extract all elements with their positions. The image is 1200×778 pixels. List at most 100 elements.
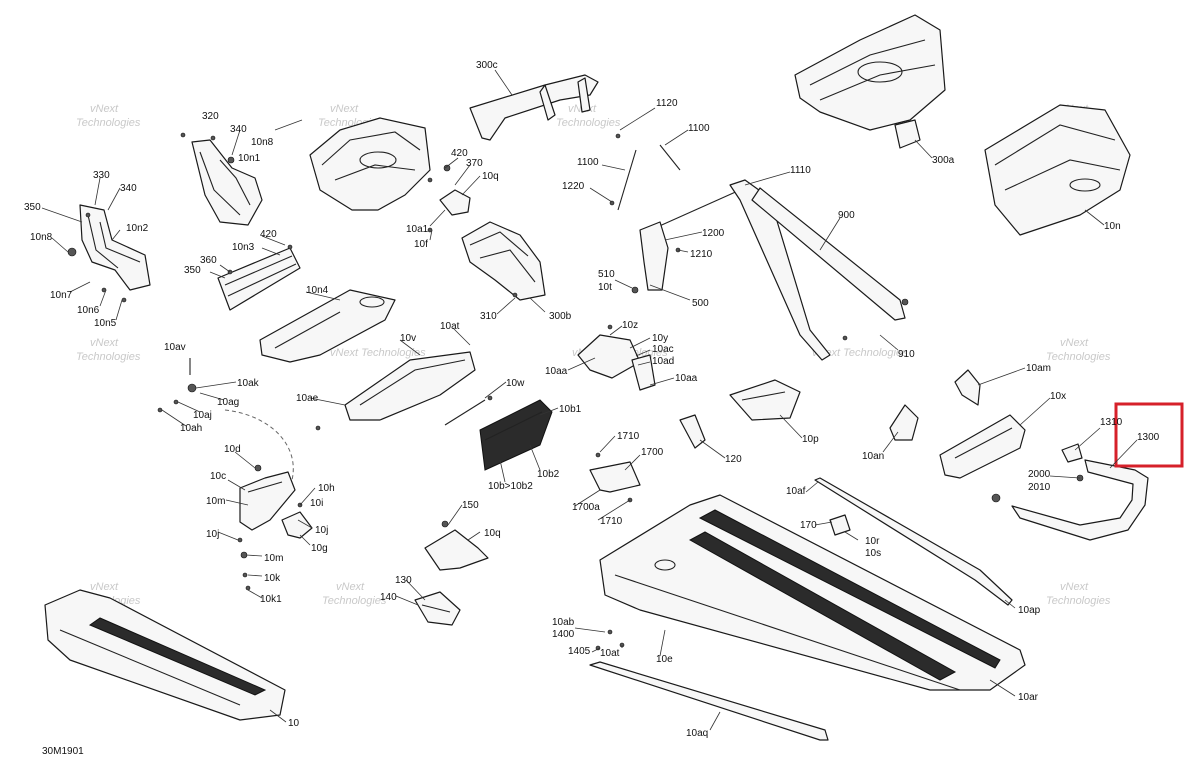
callout-10b-10b2: 10b>10b2	[488, 481, 533, 492]
callout-130: 130	[395, 575, 412, 586]
top-plate-10n3[interactable]	[217, 244, 301, 311]
callout-10e: 10e	[656, 654, 673, 665]
bracket-10c[interactable]	[239, 464, 296, 531]
callout-10z: 10z	[622, 320, 638, 331]
callout-10m: 10m	[206, 496, 225, 507]
fasteners-1400	[595, 629, 625, 651]
callout-300b: 300b	[549, 311, 572, 322]
bumper-1300[interactable]	[991, 459, 1149, 541]
watermark-text: vNext	[90, 337, 119, 349]
callout-10ad: 10ad	[652, 356, 674, 367]
callout-420: 420	[451, 148, 468, 159]
front-bracket-upper[interactable]	[180, 132, 263, 226]
callout-1120: 1120	[656, 98, 678, 109]
chassis-rear-10n[interactable]	[984, 104, 1131, 236]
bracket-10g[interactable]	[281, 502, 313, 539]
rail-10ap[interactable]	[814, 477, 1013, 606]
callout-1700: 1700	[641, 447, 664, 458]
bracket-10x[interactable]	[939, 414, 1026, 479]
callout-1210: 1210	[690, 249, 713, 260]
callout-1110: 1110	[790, 165, 811, 176]
callout-420: 420	[260, 229, 277, 240]
bracket-10q-lower[interactable]	[424, 520, 489, 571]
steering-support-300c[interactable]	[469, 74, 599, 141]
callout-10ah: 10ah	[180, 423, 202, 434]
callout-300c: 300c	[476, 60, 498, 71]
callout-310: 310	[480, 311, 497, 322]
callout-120: 120	[725, 454, 742, 465]
bracket-10am[interactable]	[954, 369, 981, 406]
bracket-120[interactable]	[679, 414, 706, 449]
callout-1100: 1100	[688, 123, 710, 134]
callout-10n8: 10n8	[251, 137, 274, 148]
bracket-10y[interactable]	[577, 324, 656, 391]
callout-1200: 1200	[702, 228, 725, 239]
rail-10aq[interactable]	[589, 661, 829, 741]
a-frame-900[interactable]	[729, 179, 909, 361]
plate-10p[interactable]	[729, 379, 801, 421]
watermark-text: vNext	[330, 103, 359, 115]
callout-370: 370	[466, 158, 483, 169]
callout-10ab: 10ab	[552, 617, 575, 628]
callout-10: 10	[288, 718, 300, 729]
callout-150: 150	[462, 500, 479, 511]
callout-10ak: 10ak	[237, 378, 260, 389]
callout-10at: 10at	[440, 321, 460, 332]
watermark-text: Technologies	[76, 351, 141, 363]
watermark-text: vNext	[90, 581, 119, 593]
callout-10n7: 10n7	[50, 290, 73, 301]
callout-350: 350	[24, 202, 41, 213]
callout-1700a: 1700a	[572, 502, 600, 513]
callout-10c: 10c	[210, 471, 226, 482]
strut-assembly[interactable]	[609, 133, 741, 294]
callout-340: 340	[230, 124, 247, 135]
callout-10j: 10j	[206, 529, 219, 540]
callout-10at: 10at	[600, 648, 620, 659]
tunnel-10[interactable]	[44, 589, 286, 721]
callout-10n1: 10n1	[238, 153, 261, 164]
watermark-text: Technologies	[322, 595, 387, 607]
main-tunnel-10e[interactable]	[599, 494, 1026, 691]
watermark-text: vNext	[90, 103, 119, 115]
callout-10i: 10i	[310, 498, 323, 509]
callout-10y: 10y	[652, 333, 668, 344]
callout-10s: 10s	[865, 548, 881, 559]
leader-lines	[41, 69, 1138, 731]
chassis-front-300a[interactable]	[794, 14, 946, 149]
callout-1405: 1405	[568, 646, 591, 657]
bulkhead-frame-center[interactable]	[309, 117, 433, 211]
callout-10a1: 10a1	[406, 224, 429, 235]
spring-10av	[157, 358, 197, 413]
callout-10ar: 10ar	[1018, 692, 1039, 703]
rod-10w[interactable]	[444, 395, 493, 426]
foot-rest-130[interactable]	[414, 591, 461, 626]
assembly-path	[224, 409, 294, 481]
callout-1400: 1400	[552, 629, 575, 640]
callout-10h: 10h	[318, 483, 335, 494]
bracket-170[interactable]	[829, 514, 851, 536]
callout-140: 140	[380, 592, 397, 603]
watermark-text: vNext	[1060, 581, 1089, 593]
callout-10aj: 10aj	[193, 410, 212, 421]
callout-910: 910	[898, 349, 915, 360]
tunnel-heat-exchanger-10v[interactable]	[315, 351, 476, 431]
cooler-10b1[interactable]	[479, 399, 553, 471]
callout-900: 900	[838, 210, 855, 221]
watermark-text: vNext Technologies	[812, 347, 908, 359]
callout-300a: 300a	[932, 155, 955, 166]
front-bracket-left[interactable]	[67, 204, 151, 303]
watermark-text: Technologies	[76, 117, 141, 129]
callout-2010: 2010	[1028, 482, 1051, 493]
callout-10n4: 10n4	[306, 285, 329, 296]
callout-2000: 2000	[1028, 469, 1051, 480]
callout-1100: 1100	[577, 157, 599, 168]
callout-10t: 10t	[598, 282, 612, 293]
callout-10n6: 10n6	[77, 305, 100, 316]
watermark-text: Technologies	[556, 117, 621, 129]
callout-10av: 10av	[164, 342, 186, 353]
tunnel-plate-10n4[interactable]	[259, 289, 396, 363]
bracket-1700[interactable]	[589, 452, 641, 503]
support-300b[interactable]	[461, 221, 546, 301]
callout-10n: 10n	[1104, 221, 1121, 232]
bracket-10an[interactable]	[889, 404, 919, 441]
